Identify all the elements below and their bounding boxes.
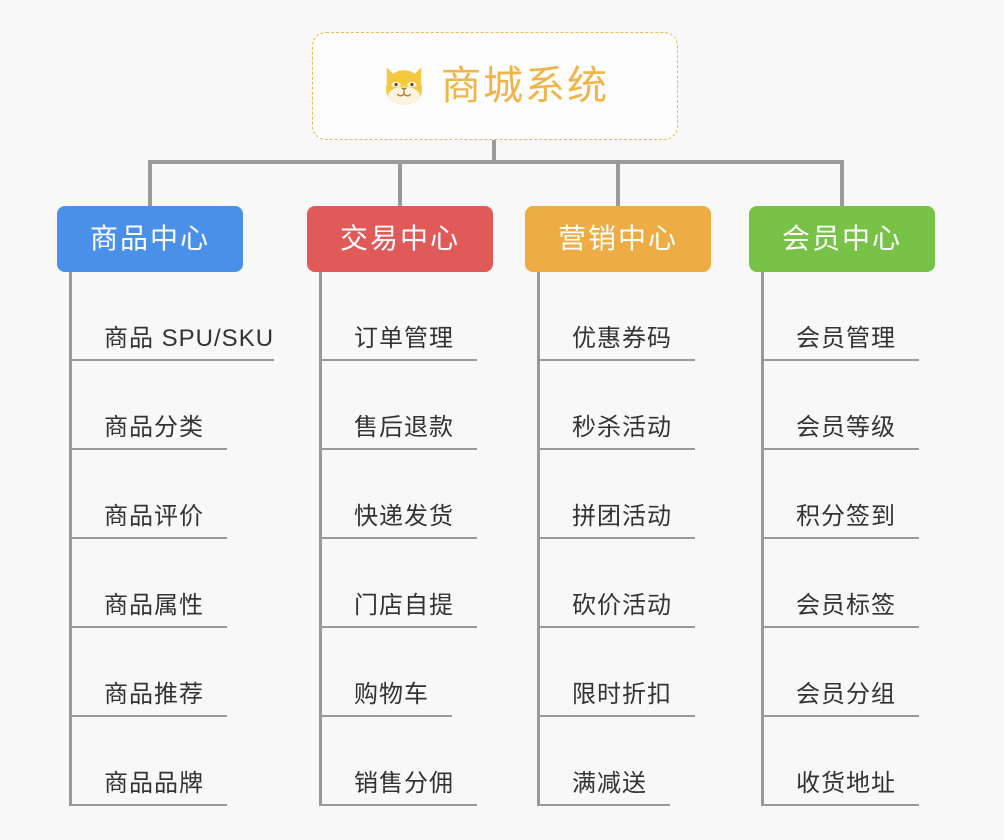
connector-drop-4 bbox=[840, 160, 844, 208]
leaf-item[interactable]: 购物车 bbox=[322, 628, 557, 717]
leaf-underline bbox=[322, 626, 477, 628]
leaf-label: 商品评价 bbox=[104, 503, 204, 530]
leaf-item[interactable]: 秒杀活动 bbox=[540, 361, 775, 450]
leaf-label: 商品品牌 bbox=[104, 770, 204, 797]
leaf-item[interactable]: 商品 SPU/SKU bbox=[72, 272, 317, 361]
leaf-underline bbox=[322, 448, 477, 450]
leaf-label: 订单管理 bbox=[354, 325, 454, 352]
leaf-list-product-center: 商品 SPU/SKU 商品分类商品评价商品属性商品推荐商品品牌 bbox=[69, 272, 317, 806]
leaf-underline bbox=[72, 448, 227, 450]
category-box-product-center[interactable]: 商品中心 bbox=[57, 206, 243, 272]
leaf-item[interactable]: 砍价活动 bbox=[540, 539, 775, 628]
leaf-item[interactable]: 商品推荐 bbox=[72, 628, 317, 717]
leaf-label: 商品分类 bbox=[104, 414, 204, 441]
leaf-item[interactable]: 积分签到 bbox=[764, 450, 999, 539]
leaf-label: 会员分组 bbox=[796, 681, 896, 708]
leaf-underline bbox=[540, 359, 695, 361]
leaf-item[interactable]: 销售分佣 bbox=[322, 717, 557, 806]
leaf-item[interactable]: 门店自提 bbox=[322, 539, 557, 628]
leaf-item[interactable]: 订单管理 bbox=[322, 272, 557, 361]
category-box-marketing-center[interactable]: 营销中心 bbox=[525, 206, 711, 272]
leaf-label: 销售分佣 bbox=[354, 770, 454, 797]
leaf-label: 优惠券码 bbox=[572, 325, 672, 352]
leaf-item[interactable]: 商品分类 bbox=[72, 361, 317, 450]
leaf-underline bbox=[72, 359, 274, 361]
leaf-item[interactable]: 收货地址 bbox=[764, 717, 999, 806]
leaf-item[interactable]: 会员管理 bbox=[764, 272, 999, 361]
leaf-label: 门店自提 bbox=[354, 592, 454, 619]
leaf-list-marketing-center: 优惠券码秒杀活动拼团活动砍价活动限时折扣满减送 bbox=[537, 272, 775, 806]
leaf-label: 砍价活动 bbox=[572, 592, 672, 619]
leaf-underline bbox=[764, 448, 919, 450]
leaf-underline bbox=[540, 626, 695, 628]
leaf-underline bbox=[540, 715, 695, 717]
leaf-underline bbox=[764, 537, 919, 539]
leaf-underline bbox=[540, 804, 670, 806]
leaf-list-trade-center: 订单管理售后退款快递发货门店自提购物车销售分佣 bbox=[319, 272, 557, 806]
connector-bar bbox=[148, 160, 844, 164]
leaf-label: 会员标签 bbox=[796, 592, 896, 619]
leaf-item[interactable]: 会员标签 bbox=[764, 539, 999, 628]
category-box-trade-center[interactable]: 交易中心 bbox=[307, 206, 493, 272]
leaf-label: 限时折扣 bbox=[572, 681, 672, 708]
leaf-underline bbox=[322, 359, 477, 361]
leaf-list-member-center: 会员管理会员等级积分签到会员标签会员分组收货地址 bbox=[761, 272, 999, 806]
leaf-label: 快递发货 bbox=[354, 503, 454, 530]
leaf-underline bbox=[764, 715, 919, 717]
branch-trade-center: 交易中心 订单管理售后退款快递发货门店自提购物车销售分佣 bbox=[307, 206, 557, 806]
leaf-underline bbox=[540, 448, 695, 450]
connector-drop-2 bbox=[398, 160, 402, 208]
leaf-label: 售后退款 bbox=[354, 414, 454, 441]
leaf-underline bbox=[322, 537, 477, 539]
category-label: 交易中心 bbox=[339, 223, 460, 254]
leaf-item[interactable]: 商品评价 bbox=[72, 450, 317, 539]
category-box-member-center[interactable]: 会员中心 bbox=[749, 206, 935, 272]
leaf-label: 购物车 bbox=[354, 681, 429, 708]
leaf-item[interactable]: 售后退款 bbox=[322, 361, 557, 450]
category-label: 会员中心 bbox=[781, 223, 902, 254]
leaf-underline bbox=[322, 715, 452, 717]
leaf-underline bbox=[322, 804, 477, 806]
leaf-item[interactable]: 商品品牌 bbox=[72, 717, 317, 806]
leaf-underline bbox=[764, 804, 919, 806]
leaf-label: 积分签到 bbox=[796, 503, 896, 530]
leaf-underline bbox=[72, 626, 227, 628]
category-label: 商品中心 bbox=[89, 223, 210, 254]
category-label: 营销中心 bbox=[557, 223, 678, 254]
leaf-item[interactable]: 快递发货 bbox=[322, 450, 557, 539]
connector-drop-3 bbox=[616, 160, 620, 208]
shiba-dog-icon bbox=[386, 67, 422, 105]
leaf-item[interactable]: 会员分组 bbox=[764, 628, 999, 717]
connector-drop-1 bbox=[148, 160, 152, 208]
leaf-label: 拼团活动 bbox=[572, 503, 672, 530]
leaf-label: 会员等级 bbox=[796, 414, 896, 441]
leaf-label: 商品 SPU/SKU bbox=[104, 325, 275, 352]
root-label: 商城系统 bbox=[441, 64, 609, 108]
leaf-item[interactable]: 会员等级 bbox=[764, 361, 999, 450]
leaf-underline bbox=[764, 359, 919, 361]
leaf-item[interactable]: 拼团活动 bbox=[540, 450, 775, 539]
leaf-item[interactable]: 商品属性 bbox=[72, 539, 317, 628]
connector-stem bbox=[492, 140, 496, 164]
branch-member-center: 会员中心 会员管理会员等级积分签到会员标签会员分组收货地址 bbox=[749, 206, 999, 806]
leaf-label: 秒杀活动 bbox=[572, 414, 672, 441]
leaf-underline bbox=[764, 626, 919, 628]
branch-product-center: 商品中心 商品 SPU/SKU 商品分类商品评价商品属性商品推荐商品品牌 bbox=[57, 206, 317, 806]
root-node[interactable]: 商城系统 bbox=[312, 32, 678, 140]
leaf-label: 会员管理 bbox=[796, 325, 896, 352]
leaf-underline bbox=[72, 804, 227, 806]
leaf-item[interactable]: 满减送 bbox=[540, 717, 775, 806]
leaf-label: 商品属性 bbox=[104, 592, 204, 619]
leaf-label: 收货地址 bbox=[796, 770, 896, 797]
branch-marketing-center: 营销中心 优惠券码秒杀活动拼团活动砍价活动限时折扣满减送 bbox=[525, 206, 775, 806]
leaf-label: 满减送 bbox=[572, 770, 647, 797]
leaf-underline bbox=[540, 537, 695, 539]
leaf-underline bbox=[72, 537, 227, 539]
leaf-item[interactable]: 限时折扣 bbox=[540, 628, 775, 717]
leaf-label: 商品推荐 bbox=[104, 681, 204, 708]
leaf-underline bbox=[72, 715, 227, 717]
leaf-item[interactable]: 优惠券码 bbox=[540, 272, 775, 361]
